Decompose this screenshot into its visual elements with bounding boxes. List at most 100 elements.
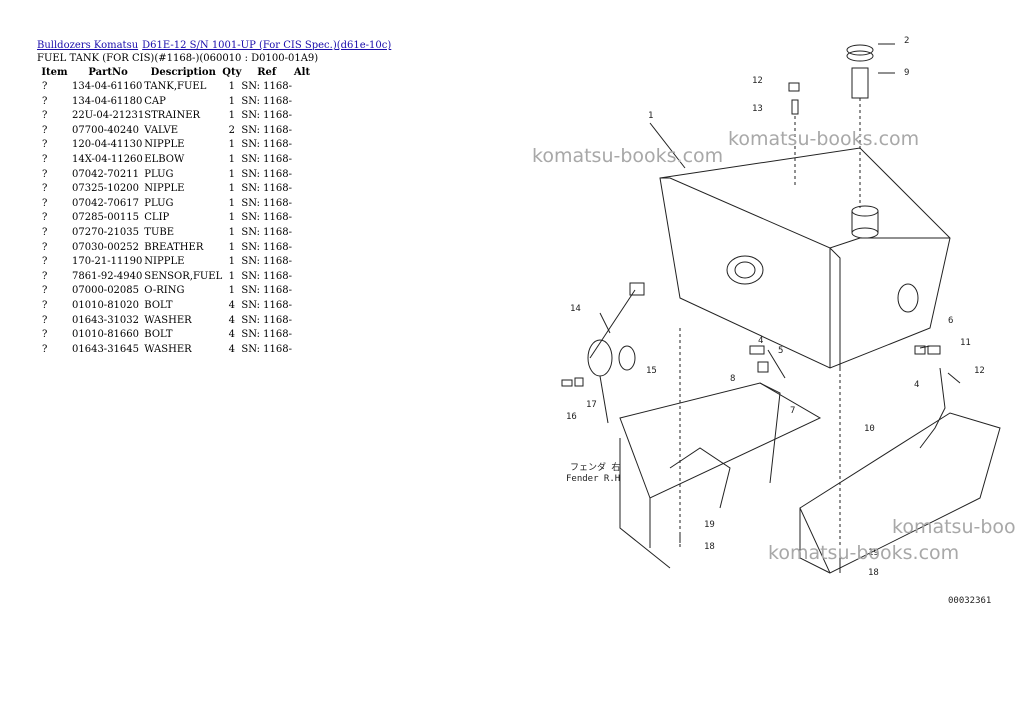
cell-qty: 1 <box>228 95 235 107</box>
cell-ref: SN: 1168- <box>241 212 293 224</box>
cell-qty: 1 <box>228 153 235 165</box>
cell-item: ? <box>42 197 48 209</box>
header-qty: Qty <box>222 67 242 78</box>
cell-qty: 1 <box>228 139 235 151</box>
cell-ref: SN: 1168- <box>241 285 293 297</box>
callout-16: 16 <box>566 412 577 422</box>
cell-ref: SN: 1168- <box>241 241 293 253</box>
cell-ref: SN: 1168- <box>241 139 293 151</box>
cell-alt <box>292 109 312 124</box>
cell-qty: 1 <box>228 183 235 195</box>
cell-alt <box>292 241 312 256</box>
cell-item: ? <box>42 110 48 122</box>
cell-partno: 22U-04-21231 <box>72 110 145 122</box>
cell-qty: 2 <box>228 124 235 136</box>
callout-1: 1 <box>648 111 654 121</box>
cell-qty: 1 <box>228 226 235 238</box>
cell-item: ? <box>42 124 48 136</box>
cell-alt <box>292 328 312 343</box>
cell-alt <box>292 255 312 270</box>
cell-item: ? <box>42 314 48 326</box>
callout-12: 12 <box>752 76 763 86</box>
header-description: Description <box>150 67 216 78</box>
cell-partno: 01010-81020 <box>72 299 140 311</box>
cell-description: BOLT <box>144 329 173 341</box>
cell-qty: 1 <box>228 110 235 122</box>
cell-description: NIPPLE <box>144 256 185 268</box>
cell-qty: 1 <box>228 81 235 92</box>
cell-item: ? <box>42 183 48 195</box>
callout-17: 17 <box>586 400 597 410</box>
breadcrumb-link-model[interactable]: D61E-12 S/N 1001-UP (For CIS Spec.)(d61e… <box>142 40 392 51</box>
cell-alt <box>292 80 312 95</box>
cell-ref: SN: 1168- <box>241 95 293 107</box>
cell-description: PLUG <box>144 197 174 209</box>
callout-14: 14 <box>570 304 581 314</box>
cell-description: BREATHER <box>144 241 204 253</box>
cell-description: SENSOR,FUEL <box>144 270 223 282</box>
cell-description: PLUG <box>144 168 174 180</box>
cell-description: VALVE <box>144 124 179 136</box>
drawing-number: 00032361 <box>948 596 992 606</box>
callout-7: 7 <box>790 406 796 416</box>
header-ref: Ref <box>257 67 277 78</box>
cell-partno: 170-21-11190 <box>72 256 143 268</box>
cell-alt <box>292 95 312 110</box>
cell-alt <box>292 270 312 285</box>
cell-description: NIPPLE <box>144 183 185 195</box>
cell-description: ELBOW <box>144 153 185 165</box>
cell-partno: 07042-70211 <box>72 168 140 180</box>
cell-alt <box>292 138 312 153</box>
cell-partno: 7861-92-4940 <box>72 270 143 282</box>
cell-ref: SN: 1168- <box>241 124 293 136</box>
cell-qty: 1 <box>228 241 235 253</box>
cell-item: ? <box>42 256 48 268</box>
callout-6: 6 <box>948 316 954 326</box>
cell-item: ? <box>42 95 48 107</box>
cell-partno: 07270-21035 <box>72 226 140 238</box>
cell-ref: SN: 1168- <box>241 329 293 341</box>
cell-ref: SN: 1168- <box>241 256 293 268</box>
cell-description: TUBE <box>144 226 175 238</box>
cell-ref: SN: 1168- <box>241 270 293 282</box>
cell-ref: SN: 1168- <box>241 110 293 122</box>
cell-ref: SN: 1168- <box>241 168 293 180</box>
cell-partno: 01010-81660 <box>72 329 140 341</box>
cell-qty: 4 <box>228 343 235 355</box>
callout-8: 8 <box>730 374 736 384</box>
header-item: Item <box>41 67 68 78</box>
cell-item: ? <box>42 153 48 165</box>
cell-ref: SN: 1168- <box>241 343 293 355</box>
cell-partno: 07285-00115 <box>72 212 140 224</box>
breadcrumb-link-category[interactable]: Bulldozers Komatsu <box>37 40 139 51</box>
callout-9: 10 <box>864 424 875 434</box>
cell-partno: 120-04-41130 <box>72 139 143 151</box>
cell-qty: 4 <box>228 329 235 341</box>
cell-ref: SN: 1168- <box>241 314 293 326</box>
cell-qty: 1 <box>228 270 235 282</box>
cell-item: ? <box>42 343 48 355</box>
cell-alt <box>292 343 312 358</box>
cell-partno: 134-04-61160 <box>72 81 143 92</box>
table-header-row: Item PartNo Description Qty Ref Alt <box>37 66 312 80</box>
cell-ref: SN: 1168- <box>241 183 293 195</box>
callout-15: 15 <box>646 366 657 376</box>
cell-qty: 4 <box>228 299 235 311</box>
cell-item: ? <box>42 212 48 224</box>
cell-alt <box>292 153 312 168</box>
callout-10: 11 <box>960 338 971 348</box>
cell-alt <box>292 284 312 299</box>
cell-partno: 01643-31032 <box>72 314 140 326</box>
cell-partno: 07325-10200 <box>72 183 140 195</box>
cell-ref: SN: 1168- <box>241 226 293 238</box>
cell-description: NIPPLE <box>144 139 185 151</box>
